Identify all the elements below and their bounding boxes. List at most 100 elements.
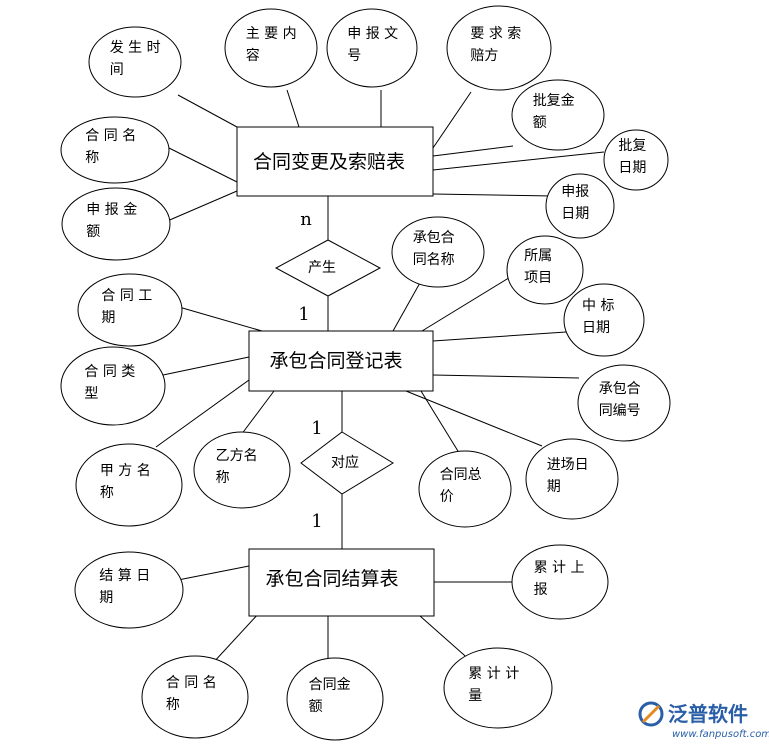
attribute-label: 额 bbox=[533, 115, 547, 131]
attribute-label: 合 同 名 bbox=[85, 128, 136, 144]
attribute-label: 价 bbox=[440, 489, 454, 505]
relationship-produce: 产生 bbox=[274, 239, 382, 297]
attribute-change-1: 主 要 内容 bbox=[224, 8, 318, 88]
entity-label: 承包合同登记表 bbox=[269, 350, 402, 372]
attribute-ellipse bbox=[446, 5, 552, 91]
attribute-ellipse bbox=[418, 450, 512, 528]
attribute-change-7: 合 同 名称 bbox=[60, 116, 170, 184]
attribute-ellipse bbox=[141, 655, 249, 739]
attribute-ellipse bbox=[60, 116, 170, 184]
entity-contract-register: 承包合同登记表 bbox=[248, 330, 434, 392]
attribute-ellipse bbox=[511, 79, 605, 151]
attribute-register-9: 合 同 工期 bbox=[77, 273, 183, 347]
entity-contract-change-claim: 合同变更及索赔表 bbox=[236, 126, 434, 197]
attribute-ellipse bbox=[326, 8, 418, 88]
attribute-label: 日期 bbox=[561, 206, 589, 222]
attribute-register-7: 甲 方 名称 bbox=[75, 443, 183, 527]
watermark-brand: 泛普软件 bbox=[668, 702, 748, 726]
cardinality-label: n bbox=[300, 209, 312, 230]
attribute-settle-4: 结 算 日期 bbox=[74, 551, 184, 629]
attribute-label: 型 bbox=[84, 386, 98, 402]
attribute-settle-3: 合 同 名称 bbox=[141, 655, 249, 739]
cardinality-label: 1 bbox=[298, 304, 309, 325]
attribute-ellipse bbox=[525, 438, 619, 520]
attribute-label: 所属 bbox=[524, 248, 552, 264]
attribute-label: 称 bbox=[100, 485, 114, 501]
attribute-label: 期 bbox=[101, 310, 115, 326]
attribute-label: 项目 bbox=[524, 270, 552, 286]
attribute-settle-1: 累 计 计量 bbox=[443, 647, 553, 729]
attribute-ellipse bbox=[75, 443, 183, 527]
attribute-ellipse bbox=[563, 283, 645, 357]
attribute-ellipse bbox=[545, 173, 615, 239]
attribute-label: 同编号 bbox=[599, 403, 641, 419]
fanpu-logo-icon bbox=[638, 701, 664, 727]
attribute-ellipse bbox=[577, 364, 671, 442]
attribute-label: 容 bbox=[246, 47, 260, 64]
attribute-ellipse bbox=[77, 273, 183, 347]
attribute-ellipse bbox=[74, 551, 184, 629]
attribute-label: 合 同 类 bbox=[84, 364, 135, 380]
attribute-label: 赔方 bbox=[470, 48, 498, 64]
attribute-change-3: 要 求 索赔方 bbox=[446, 5, 552, 91]
entity-label: 合同变更及索赔表 bbox=[253, 151, 405, 173]
attribute-label: 申 报 文 bbox=[347, 26, 398, 42]
relationship-label: 对应 bbox=[331, 454, 359, 471]
attribute-ellipse bbox=[603, 129, 669, 191]
watermark-url: www.fanpusoft.com bbox=[672, 729, 769, 740]
attribute-label: 合同总 bbox=[440, 467, 482, 483]
attribute-ellipse bbox=[88, 26, 182, 98]
attribute-label: 称 bbox=[216, 470, 230, 486]
attribute-label: 期 bbox=[99, 590, 113, 606]
cardinality-label: 1 bbox=[311, 511, 322, 532]
attribute-ellipse bbox=[443, 647, 553, 729]
attribute-label: 申 报 金 bbox=[86, 202, 137, 218]
attribute-label: 累 计 上 bbox=[534, 560, 585, 576]
entity-contract-settlement: 承包合同结算表 bbox=[248, 548, 435, 617]
attribute-ellipse bbox=[391, 216, 485, 288]
attribute-label: 合同金 bbox=[309, 677, 351, 693]
attribute-label: 结 算 日 bbox=[99, 568, 150, 584]
attribute-label: 期 bbox=[547, 479, 561, 495]
connector-lines bbox=[155, 89, 605, 665]
attribute-ellipse bbox=[61, 187, 171, 261]
attribute-register-8: 合 同 类型 bbox=[60, 346, 166, 426]
attribute-label: 乙方名 bbox=[216, 448, 258, 464]
attribute-label: 报 bbox=[534, 582, 548, 598]
attribute-label: 间 bbox=[110, 62, 124, 78]
attribute-label: 累 计 计 bbox=[468, 666, 519, 682]
relationship-correspond: 对应 bbox=[300, 431, 394, 495]
attribute-label: 承包合 bbox=[599, 381, 641, 397]
cardinality-label: 1 bbox=[311, 418, 322, 439]
attribute-label: 中 标 bbox=[582, 298, 614, 314]
attribute-label: 批复金 bbox=[533, 92, 575, 109]
attribute-label: 量 bbox=[468, 688, 482, 704]
attribute-label: 合 同 名 bbox=[166, 675, 217, 691]
attribute-label: 日期 bbox=[582, 320, 610, 336]
attribute-label: 日期 bbox=[618, 160, 646, 176]
attribute-label: 承包合 bbox=[413, 230, 455, 246]
attribute-ellipse bbox=[506, 235, 584, 305]
attribute-label: 合 同 工 bbox=[101, 288, 152, 304]
attribute-register-2: 中 标日期 bbox=[563, 283, 645, 357]
attribute-change-8: 申 报 金额 bbox=[61, 187, 171, 261]
attribute-label: 批复 bbox=[618, 137, 646, 154]
attribute-change-2: 申 报 文号 bbox=[326, 8, 418, 88]
attribute-ellipse bbox=[60, 346, 166, 426]
attribute-label: 主 要 内 bbox=[246, 26, 297, 42]
attribute-ellipse bbox=[224, 8, 318, 88]
attribute-label: 申报 bbox=[561, 184, 589, 200]
attribute-ellipse bbox=[286, 657, 384, 741]
attribute-label: 称 bbox=[166, 697, 180, 713]
relationship-label: 产生 bbox=[308, 260, 336, 276]
attribute-label: 额 bbox=[309, 699, 323, 715]
attribute-ellipse bbox=[511, 544, 609, 620]
